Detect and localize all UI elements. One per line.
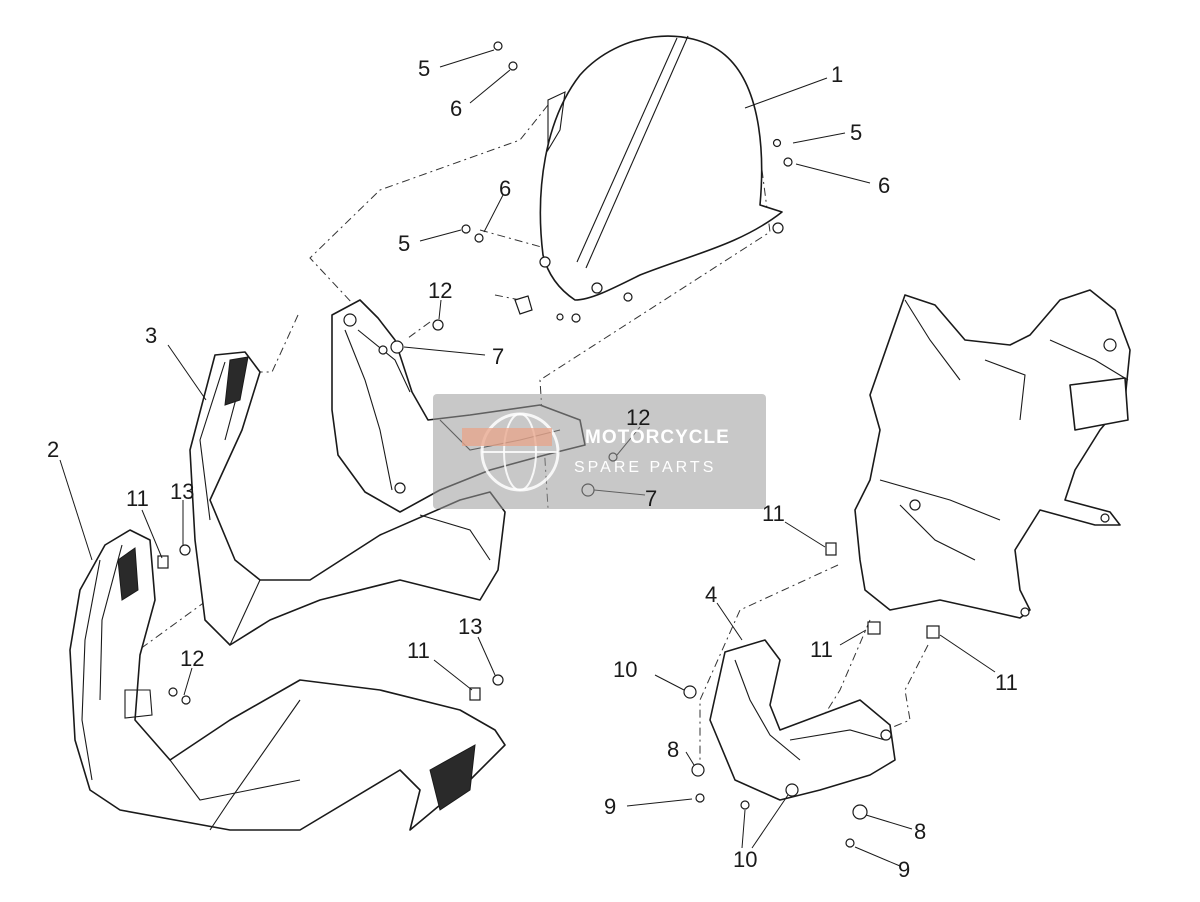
assembly-lines	[124, 104, 929, 781]
callout-6: 6	[499, 176, 511, 201]
callout-9: 9	[898, 857, 910, 882]
callout-6: 6	[450, 96, 462, 121]
watermark: MOTORCYCLE SPARE PARTS	[433, 394, 766, 509]
leader-lines	[59, 49, 996, 867]
callout-11: 11	[810, 637, 833, 662]
callout-2: 2	[47, 437, 59, 462]
watermark-accent	[462, 428, 552, 446]
callout-12: 12	[180, 646, 204, 671]
callout-5: 5	[418, 56, 430, 81]
callout-12: 12	[428, 278, 452, 303]
callout-11: 11	[407, 638, 430, 663]
callout-10: 10	[733, 847, 757, 872]
callout-4: 4	[705, 582, 717, 607]
callout-3: 3	[145, 323, 157, 348]
callout-11: 11	[126, 486, 149, 511]
fasteners	[157, 41, 940, 848]
callouts: 1 2 3 4 5 5 5 6 6 6 7 7 8 8 9 9 10 10 11…	[47, 56, 1018, 882]
watermark-subtitle: SPARE PARTS	[574, 459, 716, 476]
headlight-support	[854, 289, 1131, 619]
callout-13: 13	[170, 479, 194, 504]
callout-5: 5	[850, 120, 862, 145]
callout-7: 7	[492, 344, 504, 369]
watermark-title: MOTORCYCLE	[585, 427, 730, 448]
inner-panel	[189, 351, 506, 646]
callout-10: 10	[613, 657, 637, 682]
callout-11: 11	[995, 670, 1018, 695]
callout-8: 8	[667, 737, 679, 762]
watermark-box	[433, 394, 766, 509]
windscreen	[539, 35, 784, 323]
callout-1: 1	[831, 62, 843, 87]
callout-12: 12	[626, 405, 650, 430]
lower-cover	[709, 639, 896, 801]
callout-8: 8	[914, 819, 926, 844]
callout-11: 11	[762, 501, 785, 526]
callout-13: 13	[458, 614, 482, 639]
callout-7: 7	[645, 486, 657, 511]
front-fairing	[69, 529, 506, 831]
callout-9: 9	[604, 794, 616, 819]
callout-5: 5	[398, 231, 410, 256]
callout-6: 6	[878, 173, 890, 198]
